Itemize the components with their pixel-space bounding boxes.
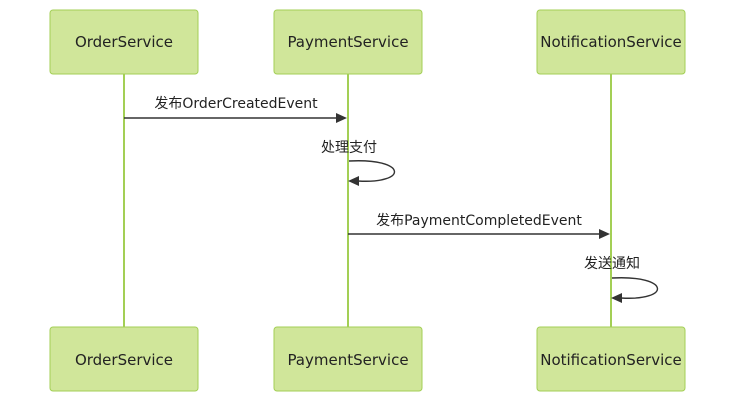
message-label: 发送通知 [584, 255, 640, 272]
actor-box [273, 9, 423, 75]
message-process-payment: 处理支付 [321, 140, 396, 186]
self-loop-arrow-line [348, 160, 396, 182]
self-loop-arrow-line [611, 277, 659, 299]
message-label: 发布OrderCreatedEvent [154, 96, 318, 112]
arrowhead-icon [611, 293, 622, 303]
message-label: 发布PaymentCompletedEvent [376, 213, 582, 229]
actor-label: OrderService [75, 351, 173, 369]
arrowhead-icon [599, 229, 610, 239]
arrowhead-icon [336, 113, 347, 123]
actor-label: NotificationService [540, 351, 682, 369]
actor-box [49, 326, 199, 392]
actor-top-order-service: OrderService [49, 9, 199, 75]
actor-bottom-notification-service: NotificationService [536, 326, 686, 392]
actor-bottom-order-service: OrderService [49, 326, 199, 392]
message-payment-completed-event: 发布PaymentCompletedEvent [348, 213, 610, 239]
actor-top-notification-service: NotificationService [536, 9, 686, 75]
arrowhead-icon [348, 176, 359, 186]
actor-label: PaymentService [287, 33, 408, 51]
actor-box [49, 9, 199, 75]
message-send-notification: 发送通知 [584, 255, 659, 303]
actor-top-payment-service: PaymentService [273, 9, 423, 75]
actor-box [536, 9, 686, 75]
actor-box [536, 326, 686, 392]
actor-label: OrderService [75, 33, 173, 51]
message-order-created-event: 发布OrderCreatedEvent [124, 96, 347, 123]
actor-label: PaymentService [287, 351, 408, 369]
actor-label: NotificationService [540, 33, 682, 51]
actor-box [273, 326, 423, 392]
message-label: 处理支付 [321, 140, 377, 156]
actor-bottom-payment-service: PaymentService [273, 326, 423, 392]
